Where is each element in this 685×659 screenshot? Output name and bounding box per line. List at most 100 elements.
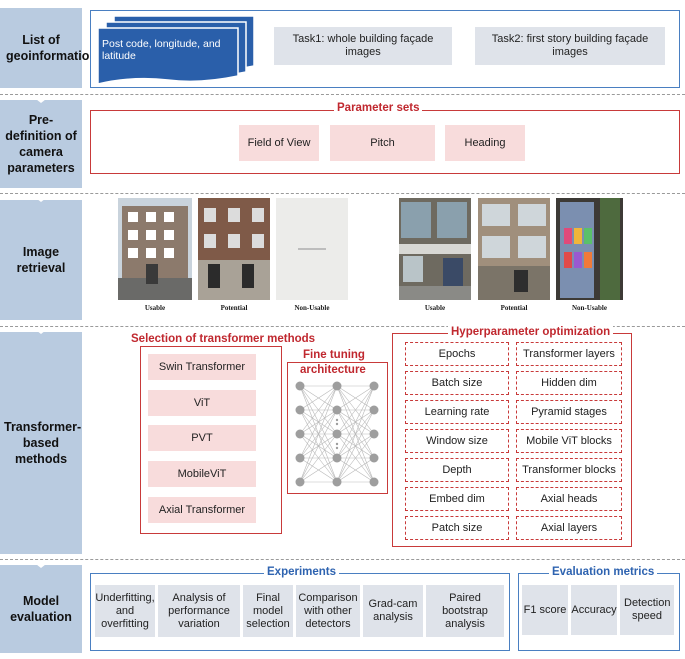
hyper-axial-layers: Axial layers	[516, 516, 622, 540]
stage-label: Pre-definition of camera parameters	[5, 113, 77, 175]
metric-accuracy: Accuracy	[571, 585, 617, 635]
hyper-label: Axial layers	[540, 522, 598, 534]
metric-label: Detection speed	[624, 597, 671, 622]
hyper-window-size: Window size	[405, 429, 509, 453]
hyper-batch-size: Batch size	[405, 371, 509, 395]
task2-box: Task2: first story building façade image…	[475, 27, 665, 65]
selection-title: Selection of transformer methods	[128, 333, 319, 345]
hyper-hidden-dim: Hidden dim	[516, 371, 622, 395]
hyper-label: Patch size	[431, 522, 483, 534]
pitch-box: Pitch	[330, 125, 435, 161]
experiments-title: Experiments	[264, 566, 340, 578]
potential-facade-image	[198, 198, 270, 300]
stage-label: Image retrieval	[16, 245, 66, 275]
hyper-transformer-blocks: Transformer blocks	[516, 458, 622, 482]
experiment-comparison: Comparison with other detectors	[296, 585, 360, 637]
method-label: Swin Transformer	[158, 361, 246, 373]
heading-box: Heading	[445, 125, 525, 161]
field-of-view-box: Field of View	[239, 125, 319, 161]
metric-detection-speed: Detection speed	[620, 585, 674, 635]
hyper-mobile-vit-blocks: Mobile ViT blocks	[516, 429, 622, 453]
experiment-paired-bootstrap: Paired bootstrap analysis	[426, 585, 504, 637]
method-vit: ViT	[148, 390, 256, 416]
down-arrow-icon	[32, 556, 50, 568]
field-of-view-label: Field of View	[247, 137, 311, 149]
hyper-transformer-layers: Transformer layers	[516, 342, 622, 366]
hyper-label: Window size	[426, 435, 488, 447]
experiment-underfitting: Underfitting, and overfitting	[95, 585, 155, 637]
stage-list-of-geoinformation: List of geoinformation	[0, 8, 97, 88]
method-label: PVT	[191, 432, 213, 444]
hyper-label: Pyramid stages	[531, 406, 607, 418]
experiment-final-model-selection: Final model selection	[243, 585, 293, 637]
down-arrow-icon	[32, 322, 50, 334]
metric-label: F1 score	[523, 603, 567, 616]
method-pvt: PVT	[148, 425, 256, 451]
experiment-label: Comparison with other detectors	[298, 591, 358, 630]
experiment-label: Underfitting, and overfitting	[95, 591, 155, 630]
fine-tuning-title-line1: Fine tuning	[300, 349, 368, 361]
hyper-label: Epochs	[438, 348, 476, 360]
neural-network-icon	[295, 381, 379, 487]
potential-caption-task2: Potential	[500, 304, 528, 312]
potential-caption: Potential	[220, 304, 248, 312]
method-label: MobileViT	[177, 468, 227, 480]
stage-label: Transformer-based methods	[4, 420, 82, 466]
row-separator	[0, 326, 685, 327]
fine-tuning-title-line2: architecture	[300, 364, 366, 376]
stage-transformer-methods: Transformer-based methods	[0, 332, 82, 554]
non-usable-caption-task2: Non-Usable	[571, 304, 607, 312]
hyper-pyramid-stages: Pyramid stages	[516, 400, 622, 424]
hyper-learning-rate: Learning rate	[405, 400, 509, 424]
row-separator	[0, 193, 685, 194]
hyper-patch-size: Patch size	[405, 516, 509, 540]
experiment-label: Paired bootstrap analysis	[442, 591, 488, 630]
hyper-label: Hidden dim	[541, 377, 597, 389]
non-usable-caption: Non-Usable	[294, 304, 330, 312]
hyper-depth: Depth	[405, 458, 509, 482]
hyper-label: Transformer layers	[523, 348, 615, 360]
hyper-label: Transformer blocks	[522, 464, 616, 476]
parameter-sets-title: Parameter sets	[334, 102, 423, 114]
stage-label: List of geoinformation	[6, 33, 97, 63]
stage-model-evaluation: Model evaluation	[0, 565, 82, 653]
usable-facade-image	[118, 198, 192, 300]
experiment-grad-cam: Grad-cam analysis	[363, 585, 423, 637]
row-separator	[0, 559, 685, 560]
hyper-epochs: Epochs	[405, 342, 509, 366]
method-axial: Axial Transformer	[148, 497, 256, 523]
method-mobilevit: MobileViT	[148, 461, 256, 487]
stage-camera-parameters: Pre-definition of camera parameters	[0, 100, 82, 188]
hyperparameter-title: Hyperparameter optimization	[448, 326, 614, 338]
experiment-performance-variation: Analysis of performance variation	[158, 585, 240, 637]
usable-first-story-image	[399, 198, 471, 300]
method-swin: Swin Transformer	[148, 354, 256, 380]
evaluation-metrics-title: Evaluation metrics	[549, 566, 658, 578]
document-stack-icon	[97, 15, 255, 84]
pitch-label: Pitch	[370, 137, 395, 149]
metric-f1-score: F1 score	[522, 585, 568, 635]
hyper-label: Learning rate	[424, 406, 490, 418]
usable-caption: Usable	[144, 304, 166, 312]
non-usable-first-story-image	[556, 198, 623, 300]
task1-label: Task1: whole building façade images	[292, 33, 434, 58]
hyper-label: Axial heads	[540, 493, 598, 505]
stage-image-retrieval: Image retrieval	[0, 200, 82, 320]
experiment-label: Analysis of performance variation	[168, 591, 230, 630]
row-separator	[0, 94, 685, 95]
hyper-label: Depth	[442, 464, 472, 476]
metric-label: Accuracy	[571, 603, 617, 616]
usable-caption-task2: Usable	[424, 304, 446, 312]
hyper-label: Batch size	[431, 377, 483, 389]
hyper-label: Mobile ViT blocks	[526, 435, 612, 447]
method-label: ViT	[193, 397, 211, 409]
stage-label: Model evaluation	[10, 594, 72, 624]
potential-first-story-image	[478, 198, 550, 300]
down-arrow-icon	[32, 91, 50, 103]
hyper-label: Embed dim	[429, 493, 485, 505]
experiment-label: Final model selection	[246, 591, 290, 630]
task1-box: Task1: whole building façade images	[274, 27, 452, 65]
parameter-sets-panel	[90, 110, 680, 174]
down-arrow-icon	[32, 190, 50, 202]
method-label: Axial Transformer	[158, 504, 246, 516]
